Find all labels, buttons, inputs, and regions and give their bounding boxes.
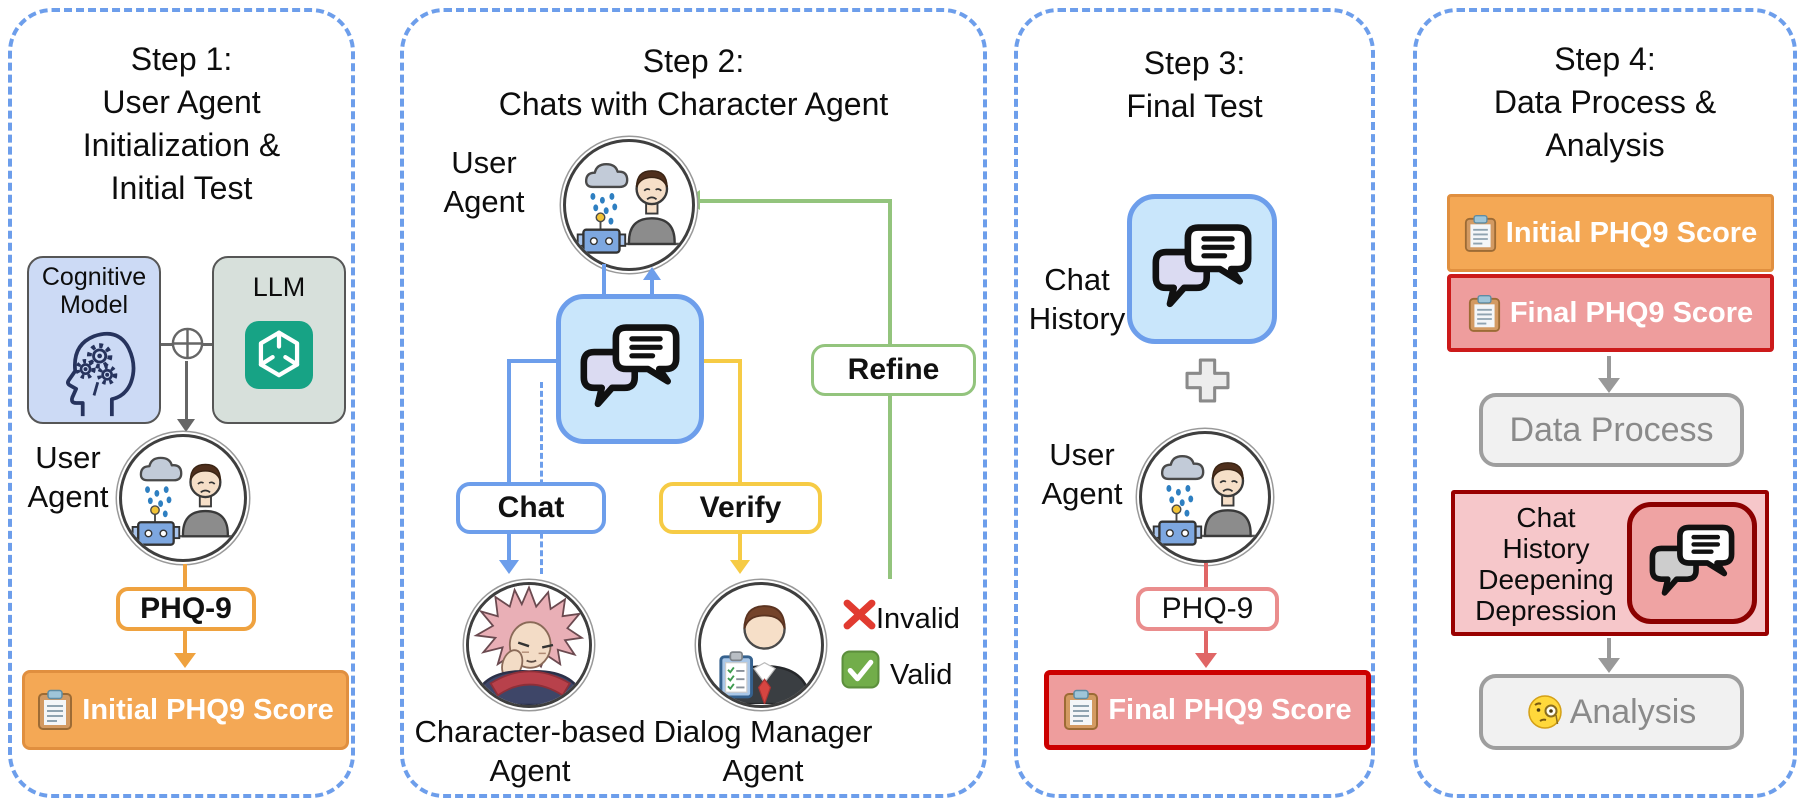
connector-chat-v bbox=[507, 359, 511, 482]
final-phq9-score-label: Final PHQ9 Score bbox=[1108, 693, 1352, 726]
connector-red-1 bbox=[1204, 563, 1208, 587]
connector-chat-down bbox=[507, 534, 511, 562]
anime-character-icon bbox=[469, 585, 589, 705]
step1-title-line2: User Agent bbox=[102, 84, 261, 120]
final-phq9-score-box: Final PHQ9 Score bbox=[1044, 670, 1371, 750]
final-score-row-label: Final PHQ9 Score bbox=[1509, 296, 1754, 329]
phq9-box-step3: PHQ-9 bbox=[1136, 587, 1279, 631]
dialog-agent-label: Dialog Manager Agent bbox=[653, 714, 873, 788]
chat-bubbles-icon bbox=[1649, 524, 1735, 596]
connector-verify-h bbox=[704, 359, 741, 363]
circled-plus-icon bbox=[171, 327, 204, 360]
refine-box: Refine bbox=[811, 344, 976, 396]
phq9-box-step1: PHQ-9 bbox=[116, 587, 256, 631]
step1-title-line1: Step 1: bbox=[130, 41, 233, 77]
cognitive-model-box: Cognitive Model bbox=[27, 256, 161, 424]
llm-box: LLM bbox=[212, 256, 346, 424]
step1-user-agent-label: User Agent bbox=[27, 440, 109, 514]
chat-hub-box bbox=[556, 294, 704, 444]
clipboard-icon bbox=[1468, 294, 1500, 332]
step2-user-agent-label: User Agent bbox=[443, 145, 525, 219]
deepening-depression-label: Chat History Deepening Depression bbox=[1475, 502, 1617, 626]
step2-title: Step 2: Chats with Character Agent bbox=[498, 43, 889, 122]
character-agent-circle bbox=[466, 582, 592, 708]
step1-title-line4: Initial Test bbox=[110, 170, 253, 206]
connector-orange-1 bbox=[183, 564, 187, 587]
character-agent-label: Character-based Agent bbox=[414, 714, 646, 788]
arrowhead-to-user-agent bbox=[177, 419, 195, 432]
arrowhead-orange bbox=[174, 653, 196, 668]
sad-user-robot-icon bbox=[131, 456, 234, 546]
analysis-label: Analysis bbox=[1569, 692, 1697, 731]
arrowhead-up-blue bbox=[643, 267, 661, 280]
connector-hub-to-circle bbox=[650, 280, 654, 294]
cognitive-model-label: Cognitive Model bbox=[41, 263, 147, 319]
step4-title: Step 4: Data Process & Analysis bbox=[1493, 41, 1717, 163]
dialog-manager-circle bbox=[698, 582, 824, 708]
chat-box: Chat bbox=[456, 482, 606, 534]
chat-history-box bbox=[1127, 194, 1277, 344]
initial-phq9-score-label: Initial PHQ9 Score bbox=[82, 693, 334, 726]
step3-title: Step 3: Final Test bbox=[1126, 45, 1263, 124]
clipboard-icon bbox=[38, 689, 73, 730]
arrowhead-chat bbox=[499, 560, 519, 574]
clipboard-icon bbox=[1464, 214, 1496, 252]
step1-title: Step 1: User Agent Initialization & Init… bbox=[12, 38, 351, 210]
valid-label: Valid bbox=[890, 659, 953, 691]
openai-logo-icon bbox=[245, 321, 313, 389]
step3-user-agent-circle bbox=[1139, 431, 1271, 563]
arrowhead-red bbox=[1195, 653, 1217, 668]
connector-dashed-direct bbox=[540, 382, 543, 574]
manager-clipboard-icon bbox=[702, 586, 820, 704]
connector-combine-v bbox=[185, 361, 188, 421]
llm-label: LLM bbox=[252, 272, 306, 302]
chat-bubbles-icon bbox=[1152, 224, 1252, 308]
connector-grey-1 bbox=[1607, 356, 1611, 380]
panel-step3: Step 3: Final Test Chat History User Age… bbox=[1014, 8, 1375, 798]
step3-user-agent-label: User Agent bbox=[1041, 437, 1123, 511]
final-score-row: Final PHQ9 Score bbox=[1447, 274, 1774, 352]
arrowhead-grey-2 bbox=[1598, 658, 1620, 673]
connector-verify-down bbox=[738, 534, 742, 562]
sad-user-robot-icon bbox=[1152, 454, 1257, 546]
valid-check-icon bbox=[841, 650, 880, 689]
panel-step2: Step 2: Chats with Character Agent User … bbox=[400, 8, 987, 798]
initial-phq9-score-box: Initial PHQ9 Score bbox=[22, 670, 349, 750]
clipboard-icon bbox=[1064, 689, 1099, 730]
arrowhead-grey-1 bbox=[1598, 378, 1620, 393]
deepening-chat-icon-box bbox=[1627, 502, 1757, 624]
chat-history-label: Chat History bbox=[1028, 262, 1126, 336]
connector-grey-2 bbox=[1607, 638, 1611, 660]
invalid-label: Invalid bbox=[876, 603, 960, 635]
plus-combine-icon bbox=[1185, 358, 1230, 403]
verify-box: Verify bbox=[659, 482, 822, 534]
step1-title-line3: Initialization & bbox=[82, 127, 281, 163]
data-process-box: Data Process bbox=[1479, 393, 1744, 467]
panel-step4: Step 4: Data Process & Analysis Initial … bbox=[1413, 8, 1797, 798]
arrowhead-verify bbox=[730, 560, 750, 574]
chat-bubbles-icon bbox=[580, 324, 680, 408]
connector-chat-h bbox=[507, 359, 556, 363]
sad-user-robot-icon bbox=[576, 162, 681, 254]
initial-score-row: Initial PHQ9 Score bbox=[1447, 194, 1774, 272]
panel-step1: Step 1: User Agent Initialization & Init… bbox=[8, 8, 355, 798]
connector-red-2 bbox=[1204, 631, 1208, 655]
brain-head-icon bbox=[65, 331, 136, 417]
analysis-box: Analysis bbox=[1479, 674, 1744, 750]
connector-circle-to-hub bbox=[602, 264, 606, 294]
deepening-depression-box: Chat History Deepening Depression bbox=[1451, 490, 1769, 636]
monocle-face-icon bbox=[1527, 695, 1562, 729]
initial-score-row-label: Initial PHQ9 Score bbox=[1505, 216, 1758, 249]
step2-user-agent-circle bbox=[563, 139, 695, 271]
connector-orange-2 bbox=[183, 631, 187, 655]
connector-verify-v bbox=[738, 359, 742, 482]
invalid-x-icon bbox=[843, 599, 876, 630]
connector-refine-h bbox=[699, 199, 891, 203]
step1-user-agent-circle bbox=[119, 434, 247, 562]
